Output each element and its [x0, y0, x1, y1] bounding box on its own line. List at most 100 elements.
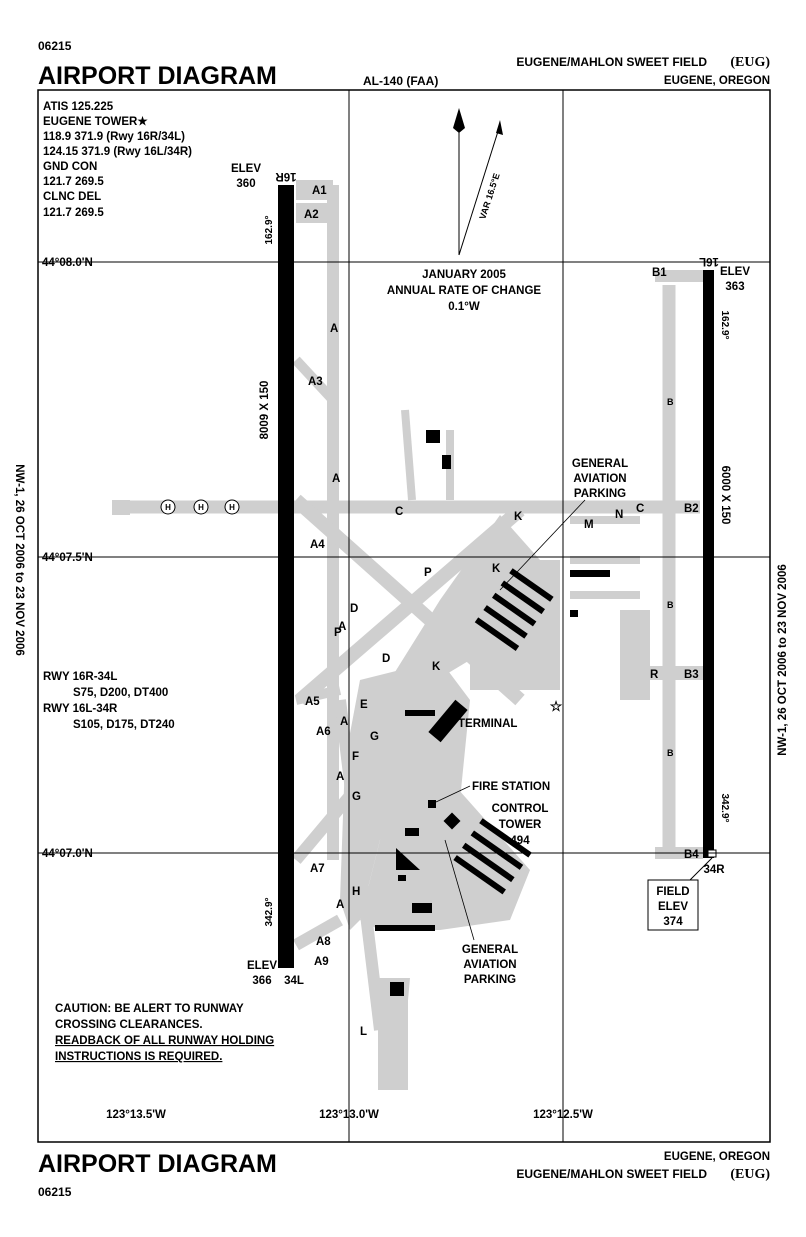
latitude-label: 44°08.0'N [42, 257, 93, 269]
footer-airport-name: EUGENE/MAHLON SWEET FIELD [516, 1167, 707, 1181]
frequency-box: ATIS 125.225 EUGENE TOWER★ 118.9 371.9 (… [43, 101, 192, 219]
runway-dims: 8009 X 150 [259, 381, 271, 440]
freq-line: ATIS 125.225 [43, 101, 114, 113]
runway-strength: RWY 16R-34L [43, 671, 117, 683]
helipad-label: H [165, 503, 171, 512]
elev-label: ELEV [720, 266, 750, 278]
taxiway-label: A [340, 716, 348, 728]
footer-city-state: EUGENE, OREGON [664, 1151, 770, 1163]
taxiway-label: A [332, 473, 340, 485]
taxiway-label: B2 [684, 503, 699, 515]
elev-value: 360 [236, 178, 255, 190]
taxiway-label: A8 [316, 936, 331, 948]
taxiway-label: A3 [308, 376, 323, 388]
procedure-id: AL-140 (FAA) [363, 74, 438, 88]
helipad-label: H [198, 503, 204, 512]
taxiway-label: A9 [314, 956, 329, 968]
runway-strength: S105, D175, DT240 [73, 719, 175, 731]
runway-heading: 162.9° [719, 310, 730, 339]
runway-16r-34l [278, 185, 294, 968]
helipad-icon: H H H [160, 499, 240, 515]
taxiway-label: A6 [316, 726, 331, 738]
taxiway-label: B [667, 397, 674, 407]
taxiway-label: B [667, 600, 674, 610]
taxiway-label: C [636, 503, 644, 515]
ga-parking-label: PARKING [464, 974, 516, 986]
taxiway-label: N [615, 509, 623, 521]
caution-text: CAUTION: BE ALERT TO RUNWAY [55, 1003, 244, 1015]
taxiway-label: A [338, 621, 346, 633]
longitude-label: 123°13.5'W [106, 1109, 166, 1121]
runway-id: 34R [703, 864, 725, 876]
field-elev-value: 374 [663, 916, 683, 928]
annual-rate: 0.1°W [448, 301, 480, 313]
taxiway-label: A4 [310, 539, 325, 551]
taxiway-label: P [424, 567, 432, 579]
latitude-label: 44°07.5'N [42, 552, 93, 564]
control-tower-label: CONTROL [492, 803, 549, 815]
field-elevation-box: FIELD ELEV 374 [647, 857, 713, 931]
taxiway-label: A [336, 899, 344, 911]
taxiway-label: L [360, 1026, 367, 1038]
ga-parking-label: GENERAL [572, 458, 628, 470]
runway-strength: RWY 16L-34R [43, 703, 118, 715]
taxiway-label: A1 [312, 185, 327, 197]
validity-right: NW-1, 26 OCT 2006 to 23 NOV 2006 [777, 564, 789, 756]
runway-heading: 162.9° [264, 215, 275, 244]
elev-value: 366 [252, 975, 271, 987]
elev-value: 363 [725, 281, 744, 293]
ga-parking-label: AVIATION [573, 473, 626, 485]
runway-heading: 342.9° [264, 897, 275, 926]
airport-code: (EUG) [730, 55, 770, 70]
page-title: AIRPORT DIAGRAM [38, 62, 277, 90]
helipad-label: H [229, 503, 235, 512]
runway-heading: 342.9° [719, 793, 730, 822]
caution-text: CROSSING CLEARANCES. [55, 1019, 203, 1031]
elev-label: ELEV [231, 163, 261, 175]
freq-line: EUGENE TOWER★ [43, 115, 148, 128]
taxiway-label: G [352, 791, 361, 803]
taxiway-label: B3 [684, 669, 699, 681]
freq-line: GND CON [43, 161, 97, 173]
taxiway-label: A [336, 771, 344, 783]
taxiway-label: G [370, 731, 379, 743]
footer-airport-code: (EUG) [730, 1167, 770, 1182]
taxiway-label: A5 [305, 696, 320, 708]
taxiway-network [112, 180, 703, 1090]
magnetic-date: JANUARY 2005 [422, 269, 506, 281]
taxiway-label: D [350, 603, 358, 615]
taxiway-label: M [584, 519, 594, 531]
terminal-label: TERMINAL [458, 718, 517, 730]
taxiway-label: D [382, 653, 390, 665]
footer-title: AIRPORT DIAGRAM [38, 1150, 277, 1178]
taxiway-labels: A1 A2 A3 A4 A5 A6 A7 A8 A9 A A A A A A B… [304, 185, 699, 1038]
control-tower-elev: 494 [510, 835, 530, 847]
validity-left: NW-1, 26 OCT 2006 to 23 NOV 2006 [13, 464, 25, 656]
freq-line: 121.7 269.5 [43, 207, 104, 219]
taxiway-label: A [330, 323, 338, 335]
latitude-label: 44°07.0'N [42, 848, 93, 860]
airport-name-text: EUGENE/MAHLON SWEET FIELD [516, 55, 707, 69]
field-elev-text: ELEV [658, 901, 688, 913]
terminal-building [405, 699, 468, 743]
ga-parking-label: GENERAL [462, 944, 518, 956]
taxiway-label: A2 [304, 209, 319, 221]
beacon-icon: ☆ [550, 698, 563, 714]
buildings [375, 430, 610, 996]
fire-station-label: FIRE STATION [472, 781, 550, 793]
caution-text: INSTRUCTIONS IS REQUIRED. [55, 1051, 222, 1063]
taxiway-label: K [432, 661, 441, 673]
taxiway-label: F [352, 751, 359, 763]
freq-line: 124.15 371.9 (Rwy 16L/34R) [43, 146, 192, 158]
taxiway-label: A7 [310, 863, 325, 875]
lat-lon-grid [38, 90, 770, 1142]
taxiway-label: P [334, 627, 342, 639]
taxiway-label: B [667, 748, 674, 758]
airport-name: EUGENE/MAHLON SWEET FIELD (EUG) [516, 55, 770, 70]
ga-parking-label: AVIATION [463, 959, 516, 971]
taxiway-label: C [395, 506, 403, 518]
footer-doc-number: 06215 [38, 1185, 72, 1199]
freq-line: CLNC DEL [43, 191, 101, 203]
runway-16l-34r [703, 270, 714, 858]
taxiway-label: B1 [652, 267, 667, 279]
